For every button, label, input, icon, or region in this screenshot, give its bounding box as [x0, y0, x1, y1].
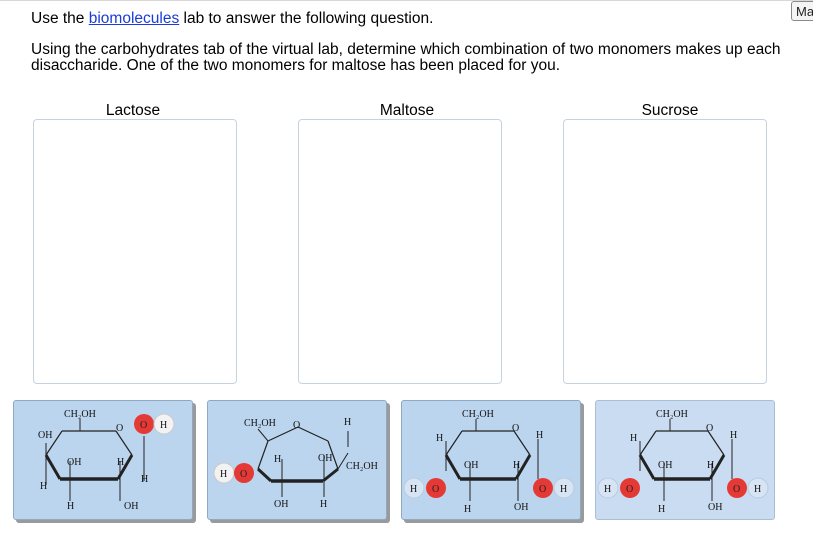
h-label: H — [117, 457, 124, 468]
h-label: H — [274, 454, 281, 465]
h-label: H — [513, 460, 520, 471]
glucose-tile[interactable]: CH₂OH O H H OH H H OH H O O H — [401, 400, 581, 520]
ring-oxygen-label: O — [293, 420, 300, 431]
oh-label: OH — [67, 457, 81, 468]
hydrogen-atom-icon — [553, 477, 575, 499]
question-suffix: lab to answer the following question. — [179, 10, 434, 27]
galactose-tile[interactable]: CH₂OH O OH OH H H H OH H O H — [13, 400, 193, 520]
h-label: H — [730, 430, 737, 441]
hydrogen-label: H — [604, 484, 611, 495]
sucrose-dropzone[interactable] — [563, 119, 767, 384]
h-label: H — [630, 433, 637, 444]
oxygen-atom-icon — [134, 414, 154, 434]
h-label: H — [320, 499, 327, 510]
ch2oh-label: CH₂OH — [244, 418, 276, 429]
fructose-tile[interactable]: CH₂OH O H H OH CH₂OH OH H H O — [207, 400, 387, 520]
ch2oh-label: CH₂OH — [656, 409, 688, 420]
h-label: H — [536, 430, 543, 441]
oh-label: OH — [124, 501, 138, 512]
ring-oxygen-label: O — [116, 423, 123, 434]
hydrogen-label: H — [220, 469, 227, 480]
top-border — [0, 0, 813, 1]
h-label: H — [141, 474, 148, 485]
h-label: H — [436, 433, 443, 444]
corner-button[interactable]: Ma — [791, 1, 813, 21]
oxygen-label: O — [432, 484, 439, 495]
h-label: H — [67, 501, 74, 512]
oh-label: OH — [514, 502, 528, 513]
glucose-structure: CH₂OH O H H OH H H OH H O O H — [597, 409, 769, 515]
oh-label: OH — [658, 460, 672, 471]
maltose-dropzone[interactable] — [298, 119, 502, 384]
oxygen-label: O — [140, 420, 147, 431]
h-label: H — [464, 504, 471, 515]
oh-label: OH — [708, 502, 722, 513]
hydrogen-label: H — [754, 484, 761, 495]
oxygen-label: O — [240, 469, 247, 480]
oxygen-atom-icon — [533, 478, 553, 498]
ring-oxygen-label: O — [512, 423, 519, 434]
h-label: H — [344, 417, 351, 428]
maltose-title: Maltose — [379, 102, 435, 119]
hydrogen-atom-icon — [403, 477, 425, 499]
oxygen-label: O — [626, 484, 633, 495]
ring-oxygen-label: O — [706, 423, 713, 434]
hydrogen-label: H — [560, 484, 567, 495]
question-line: Use the biomolecules lab to answer the f… — [31, 10, 433, 28]
glucose-structure: CH₂OH O H H OH H H OH H O O H — [403, 409, 575, 515]
sucrose-title: Sucrose — [641, 102, 699, 119]
oxygen-atom-icon — [426, 478, 446, 498]
galactose-structure: CH₂OH O OH OH H H H OH H O H — [38, 409, 175, 512]
lactose-title: Lactose — [105, 102, 161, 119]
hydrogen-label: H — [160, 420, 167, 431]
hydrogen-atom-icon — [747, 477, 769, 499]
glucose-tile-placed: CH₂OH O H H OH H H OH H O O H — [595, 400, 775, 520]
biomolecules-link[interactable]: biomolecules — [88, 10, 180, 27]
question-instruction: Using the carbohydrates tab of the virtu… — [31, 41, 781, 74]
oh-label: OH — [464, 460, 478, 471]
h-label: H — [658, 504, 665, 515]
lactose-dropzone[interactable] — [33, 119, 237, 384]
h-label: H — [707, 460, 714, 471]
oxygen-atom-icon — [727, 478, 747, 498]
oh-label: OH — [38, 430, 52, 441]
hydrogen-atom-icon — [597, 477, 619, 499]
oh-label: OH — [318, 453, 332, 464]
hydrogen-atom-icon — [153, 413, 175, 435]
fructose-structure: CH₂OH O H H OH CH₂OH OH H H O — [213, 417, 378, 510]
oxygen-label: O — [539, 484, 546, 495]
hydrogen-label: H — [410, 484, 417, 495]
question-prefix: Use the — [31, 10, 89, 27]
oh-label: OH — [274, 499, 288, 510]
oxygen-atom-icon — [620, 478, 640, 498]
ch2oh-label: CH₂OH — [64, 409, 96, 420]
oxygen-label: O — [733, 484, 740, 495]
oxygen-atom-icon — [234, 463, 254, 483]
h-label: H — [40, 481, 47, 492]
ch2oh-label: CH₂OH — [346, 461, 378, 472]
ch2oh-label: CH₂OH — [462, 409, 494, 420]
